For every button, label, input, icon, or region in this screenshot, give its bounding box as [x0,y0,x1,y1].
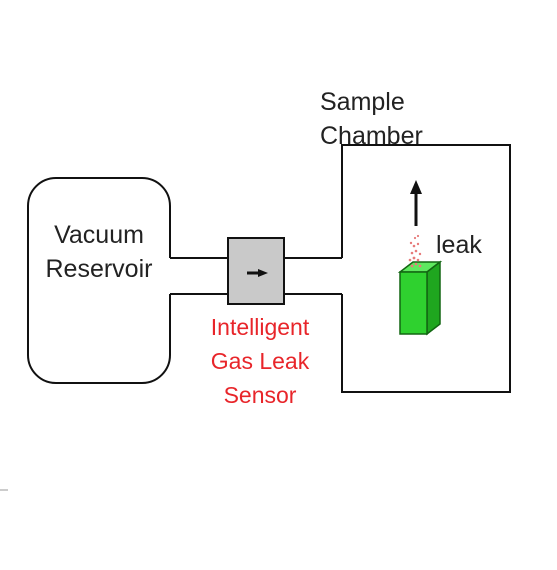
sensor-label-line3: Sensor [223,382,297,408]
sample-chamber-label-line1: Sample [320,88,405,116]
sensor-label-line2: Gas Leak [210,348,310,374]
sensor-box [227,237,285,305]
leak-particles [408,234,422,268]
leak-source-box [397,260,443,336]
vacuum-reservoir-label-line1: Vacuum [54,221,144,249]
vacuum-reservoir-label: Vacuum Reservoir [28,218,170,286]
sample-chamber-label: Sample Chamber [320,85,423,153]
sample-chamber-label-line2: Chamber [320,122,423,150]
vacuum-reservoir-label-line2: Reservoir [45,255,153,283]
leak-label: leak [436,231,482,259]
sensor-label: Intelligent Gas Leak Sensor [184,310,336,412]
sensor-label-line1: Intelligent [210,314,310,340]
flow-arrow-icon [247,269,268,277]
leak-arrow-icon [410,180,422,226]
